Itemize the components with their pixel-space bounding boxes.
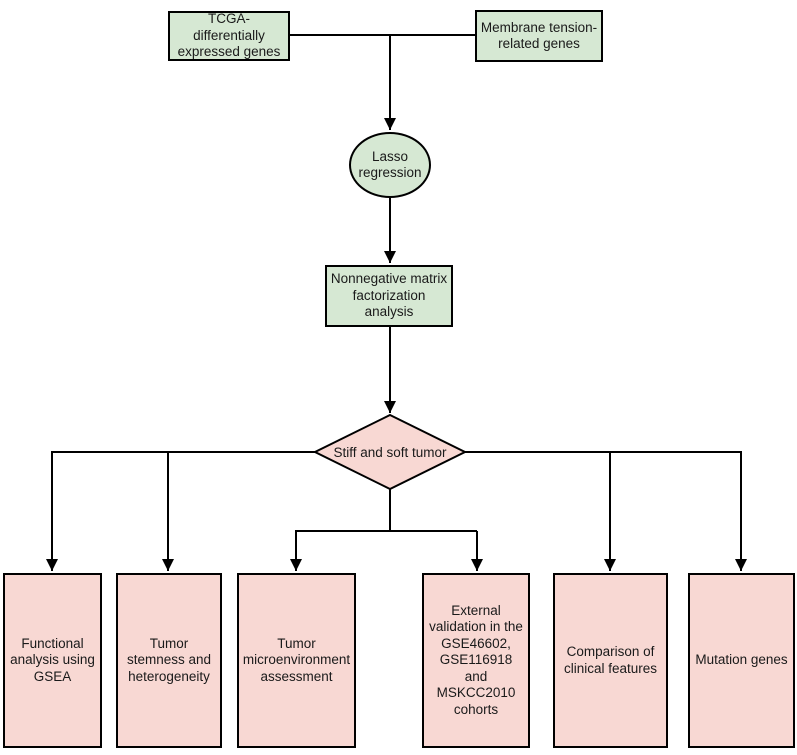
node-lasso-regression-label: Lasso regression: [358, 148, 422, 180]
node-outcome-gsea: Functional analysis using GSEA: [3, 573, 102, 748]
node-decision-stiff-soft-tumor: Stiff and soft tumor: [315, 415, 465, 489]
node-outcome-mutation-genes-label: Mutation genes: [695, 652, 788, 668]
node-membrane-genes: Membrane tension-related genes: [475, 10, 603, 62]
node-outcome-external-validation-label: External validation in the GSE46602, GSE…: [429, 602, 523, 717]
node-outcome-external-validation: External validation in the GSE46602, GSE…: [422, 573, 530, 748]
node-outcome-microenvironment: Tumor microenvironment assessment: [237, 573, 356, 748]
node-outcome-clinical-features-label: Comparison of clinical features: [563, 644, 658, 676]
edge-decision-to-outcome6: [465, 451, 747, 571]
node-outcome-microenvironment-label: Tumor microenvironment assessment: [242, 635, 351, 684]
node-tcga-genes-label: TCGA-differentially expressed genes: [177, 11, 281, 60]
node-membrane-genes-label: Membrane tension-related genes: [480, 19, 598, 51]
node-lasso-regression: Lasso regression: [349, 132, 431, 198]
node-outcome-stemness: Tumor stemness and heterogeneity: [116, 573, 222, 748]
node-nmf-analysis-label: Nonnegative matrix factorization analysi…: [330, 271, 448, 320]
node-nmf-analysis: Nonnegative matrix factorization analysi…: [325, 265, 453, 327]
node-outcome-gsea-label: Functional analysis using GSEA: [10, 635, 95, 684]
node-decision-label: Stiff and soft tumor: [333, 444, 447, 460]
node-outcome-stemness-label: Tumor stemness and heterogeneity: [126, 635, 212, 684]
node-tcga-genes: TCGA-differentially expressed genes: [168, 11, 290, 61]
node-outcome-clinical-features: Comparison of clinical features: [553, 573, 668, 748]
edge-decision-to-outcome3: [290, 530, 477, 571]
node-outcome-mutation-genes: Mutation genes: [688, 573, 795, 748]
edge-decision-to-outcome1: [46, 451, 315, 571]
